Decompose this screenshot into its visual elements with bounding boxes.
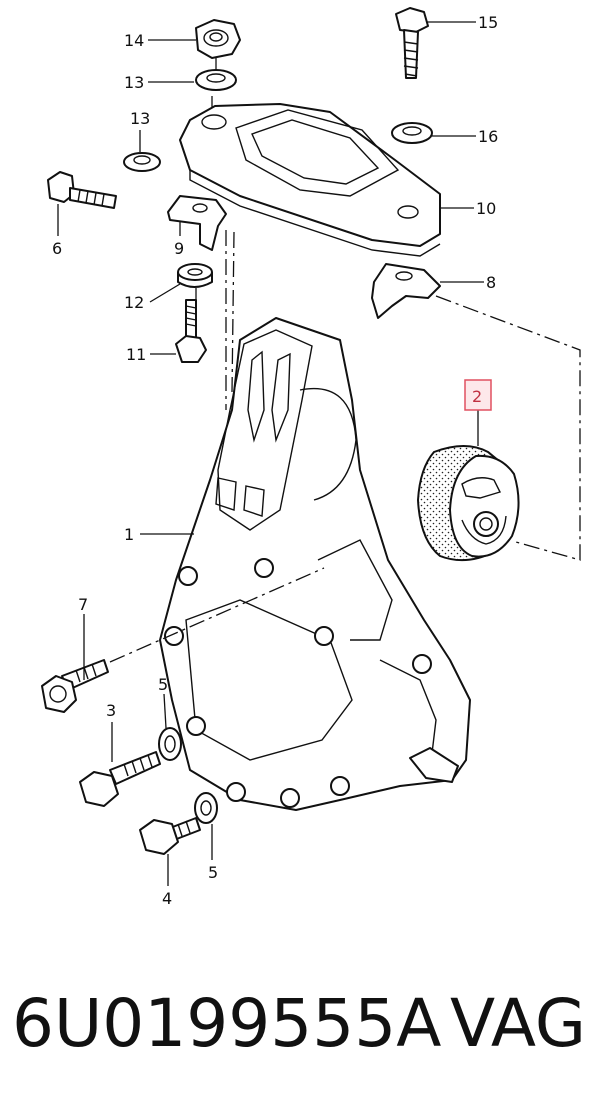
- callout-15: 15: [478, 13, 498, 32]
- part-1-gearbox-bracket: [159, 317, 471, 811]
- callout-2: 2: [472, 387, 482, 406]
- callout-5-lower: 5: [208, 863, 218, 882]
- part-13-washer-left: [123, 152, 161, 172]
- callout-5-upper: 5: [158, 675, 168, 694]
- callout-8: 8: [486, 273, 496, 292]
- part-10-mount-bracket: [179, 103, 441, 257]
- part-11-bolt: [175, 299, 207, 363]
- part-6-bolt: [47, 171, 117, 209]
- part-7-bolt: [41, 659, 109, 713]
- exploded-parts-diagram: 14 13 13 15 16 10 6 9 12 11 8 2 1 7 5 3 …: [41, 7, 581, 908]
- callout-3: 3: [106, 701, 116, 720]
- callout-13-left: 13: [130, 109, 150, 128]
- callout-11: 11: [126, 345, 146, 364]
- callout-10: 10: [476, 199, 496, 218]
- part-15-bolt: [395, 7, 429, 79]
- assembly-lines: [109, 58, 581, 663]
- part-8-angle-bracket: [371, 263, 441, 319]
- callout-1: 1: [124, 525, 134, 544]
- callout-16: 16: [478, 127, 498, 146]
- part-2-rubber-mount: [416, 445, 520, 562]
- brand-name: VAG: [449, 985, 586, 1062]
- callout-9: 9: [174, 239, 184, 258]
- part-12-spacer: [177, 263, 213, 288]
- footer: 6U0199555A VAG: [0, 985, 600, 1095]
- part-5-washer-upper: [158, 727, 182, 761]
- part-number: 6U0199555A: [12, 985, 442, 1062]
- part-14-nut: [195, 19, 241, 59]
- callout-2-highlight: [464, 379, 492, 411]
- part-4-bolt: [139, 817, 201, 855]
- callout-6: 6: [52, 239, 62, 258]
- callout-13-upper: 13: [124, 73, 144, 92]
- callout-14: 14: [124, 31, 144, 50]
- callout-4: 4: [162, 889, 172, 908]
- leader-lines: [57, 21, 484, 886]
- callout-7: 7: [78, 595, 88, 614]
- part-16-washer: [391, 122, 433, 144]
- callout-12: 12: [124, 293, 144, 312]
- part-5-washer-lower: [194, 792, 218, 824]
- part-3-bolt: [79, 751, 161, 807]
- callout-labels: 14 13 13 15 16 10 6 9 12 11 8 2 1 7 5 3 …: [52, 13, 498, 908]
- part-9-angle-bracket: [167, 195, 227, 251]
- part-13-washer-upper: [195, 69, 237, 91]
